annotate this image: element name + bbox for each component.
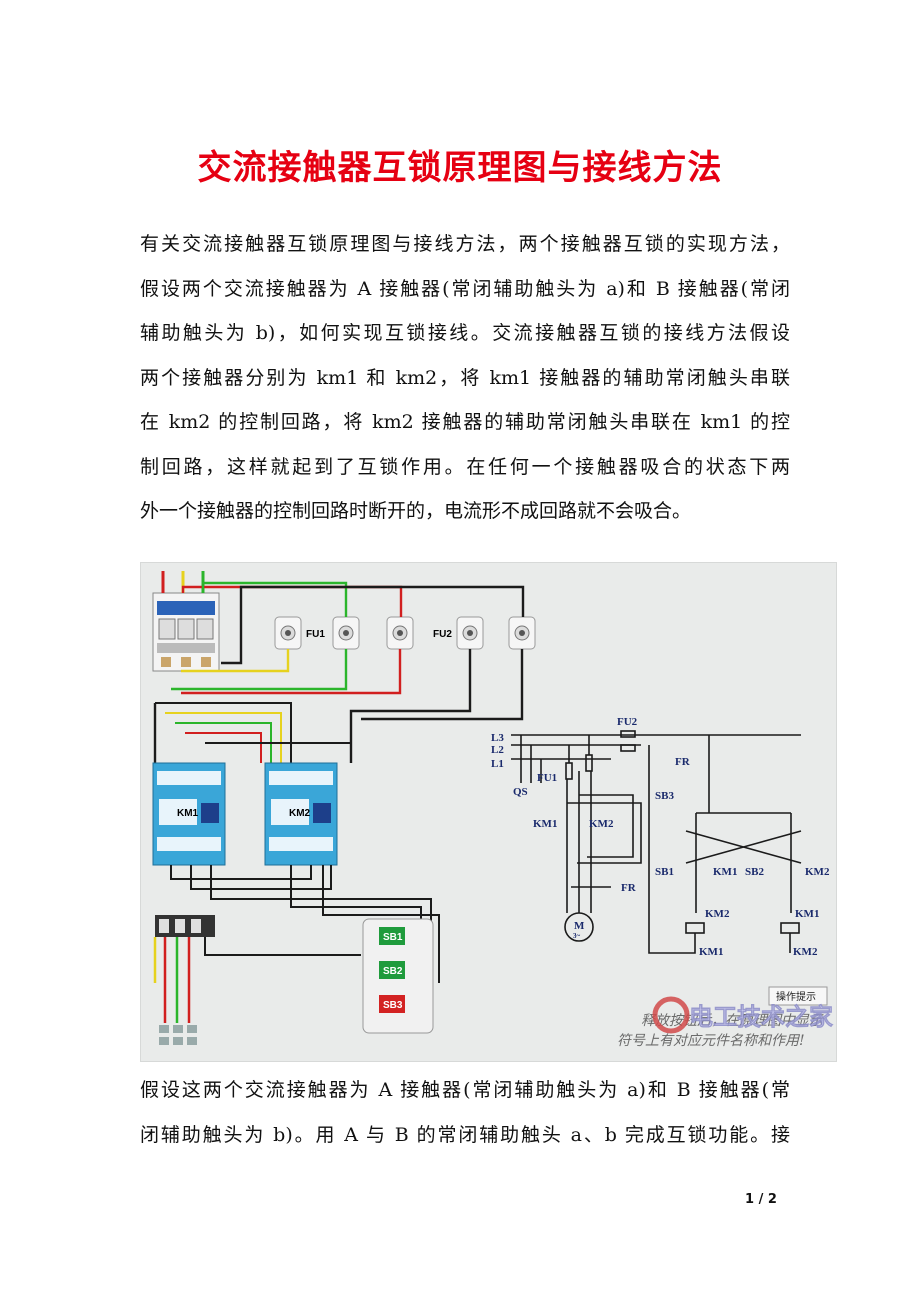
qs-label: QS xyxy=(513,786,528,798)
l1-label: L1 xyxy=(491,758,504,770)
paragraph-line: 假设这两个交流接触器为 A 接触器(常闭辅助触头为 a)和 B 接触器(常 xyxy=(140,1079,790,1101)
paragraph-line: 外一个接触器的控制回路时断开的，电流形不成回路就不会吸合。 xyxy=(140,500,692,522)
l3-label: L3 xyxy=(491,732,504,744)
km2-aux-label: KM2 xyxy=(805,866,830,878)
km1-aux-label: KM1 xyxy=(713,866,737,878)
paragraph-line: 在 km2 的控制回路，将 km2 接触器的辅助常闭触头串联在 km1 的控 xyxy=(140,411,790,433)
fr-top-label: FR xyxy=(675,756,691,768)
km2-main-label: KM2 xyxy=(589,818,614,830)
hint-button-label: 操作提示 xyxy=(776,990,816,1003)
overlay-line-2: 符号上有对应元件名称和作用! xyxy=(617,1033,805,1049)
watermark-logo: 电工技术之家 xyxy=(652,996,833,1034)
km2-nc-label: KM2 xyxy=(705,908,730,920)
km1-label: KM1 xyxy=(177,808,199,819)
watermark-text: 电工技术之家 xyxy=(689,1003,833,1031)
km2-label: KM2 xyxy=(289,808,311,819)
sb1-label: SB1 xyxy=(383,932,403,943)
fu1-label: FU1 xyxy=(306,629,325,640)
sb3-label: SB3 xyxy=(383,1000,403,1011)
sb2-label: SB2 xyxy=(383,966,403,977)
fu2-label: FU2 xyxy=(433,629,452,640)
km1-main-label: KM1 xyxy=(533,818,557,830)
km1-nc-label: KM1 xyxy=(795,908,819,920)
hint-button[interactable]: 操作提示 xyxy=(768,986,828,1006)
page-number: 1 / 2 xyxy=(745,1192,777,1207)
paragraph-line: 制回路，这样就起到了互锁作用。在任何一个接触器吸合的状态下两 xyxy=(140,455,790,478)
wiring-diagram: FU1 FU2 KM1 xyxy=(152,571,833,1049)
sb1-schematic-label: SB1 xyxy=(655,866,674,878)
motor-terminals xyxy=(159,1025,197,1045)
schematic-fu1-label: FU1 xyxy=(537,772,557,784)
contactor-km2 xyxy=(264,762,338,866)
sb2-schematic-label: SB2 xyxy=(745,866,764,878)
thermal-relay xyxy=(155,915,215,937)
paragraph-line: 闭辅助触头为 b)。用 A 与 B 的常闭辅助触头 a、b 完成互锁功能。接 xyxy=(140,1123,790,1146)
schematic-lines xyxy=(511,730,802,954)
km1-coil-label: KM1 xyxy=(699,946,723,958)
paragraph-line: 两个接触器分别为 km1 和 km2，将 km1 接触器的辅助常闭触头串联 xyxy=(140,366,790,389)
fr-bottom-label: FR xyxy=(621,882,637,894)
fuse-row xyxy=(274,616,536,650)
motor-label: M xyxy=(574,920,585,932)
circuit-breaker xyxy=(152,592,220,672)
paragraph-2: 假设这两个交流接触器为 A 接触器(常闭辅助触头为 a)和 B 接触器(常 闭辅… xyxy=(140,1068,790,1157)
paragraph-line: 假设两个交流接触器为 A 接触器(常闭辅助触头为 a)和 B 接触器(常闭 xyxy=(140,277,790,300)
sb3-schematic-label: SB3 xyxy=(655,790,674,802)
paragraph-line: 辅助触头为 b)，如何实现互锁接线。交流接触器互锁的接线方法假设 xyxy=(140,322,790,344)
l2-label: L2 xyxy=(491,744,504,756)
contactor-km1 xyxy=(152,762,226,866)
paragraph-1: 有关交流接触器互锁原理图与接线方法，两个接触器互锁的实现方法， 假设两个交流接触… xyxy=(140,222,790,534)
km2-coil-label: KM2 xyxy=(793,946,818,958)
wiring-figure: FU1 FU2 KM1 xyxy=(140,562,837,1062)
motor-sub-label: 3~ xyxy=(573,932,581,940)
schematic-fu2-label: FU2 xyxy=(617,716,638,728)
pushbutton-box xyxy=(362,918,434,1034)
paragraph-line: 有关交流接触器互锁原理图与接线方法，两个接触器互锁的实现方法， xyxy=(140,233,790,255)
document-title: 交流接触器互锁原理图与接线方法 xyxy=(197,148,723,188)
